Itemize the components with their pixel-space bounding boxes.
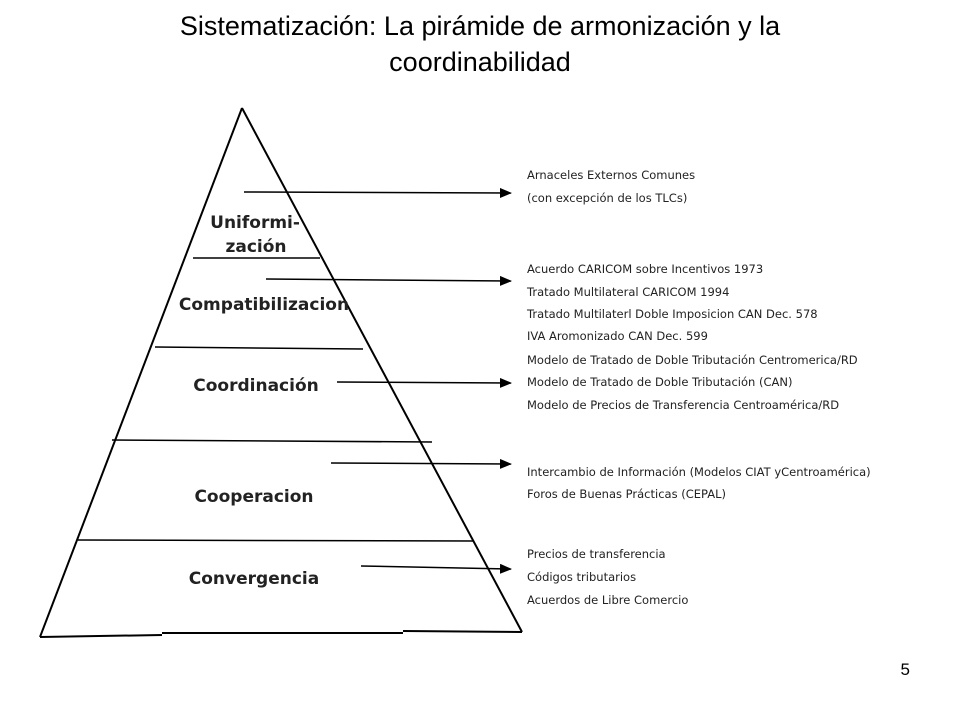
annotation-cooperacion: Intercambio de Información (Modelos CIAT… <box>527 465 871 501</box>
annotation-coordinacion: Modelo de Tratado de Doble Tributación C… <box>527 353 858 412</box>
annotation-line: Tratado Multilaterl Doble Imposicion CAN… <box>526 307 818 321</box>
annotation-line: IVA Aromonizado CAN Dec. 599 <box>527 329 708 343</box>
annotation-line: Intercambio de Información (Modelos CIAT… <box>527 465 871 479</box>
annotation-line: Tratado Multilateral CARICOM 1994 <box>526 285 729 299</box>
annotation-line: Foros de Buenas Prácticas (CEPAL) <box>527 487 726 501</box>
divider-line-2 <box>154 346 364 350</box>
arrow-convergencia <box>360 563 512 574</box>
level-label-coordinacion: Coordinación <box>193 376 318 396</box>
pyramid-left-edge <box>39 107 243 638</box>
annotation-line: Modelo de Precios de Transferencia Centr… <box>527 398 839 412</box>
annotation-line: Modelo de Tratado de Doble Tributación (… <box>527 375 792 389</box>
slide-title-line-2: coordinabilidad <box>389 47 571 77</box>
annotation-line: (con excepción de los TLCs) <box>527 191 687 205</box>
arrow-coordinacion <box>336 377 512 388</box>
arrow-cooperacion <box>330 458 512 469</box>
divider-line-4 <box>77 539 475 542</box>
annotation-convergencia: Precios de transferencia Códigos tributa… <box>527 547 688 607</box>
arrow-uniformizacion <box>243 187 512 198</box>
level-label-uniformizacion-line-1: Uniformi- <box>210 213 300 233</box>
level-label-cooperacion: Cooperacion <box>194 487 313 507</box>
annotation-line: Precios de transferencia <box>527 547 666 561</box>
annotation-line: Códigos tributarios <box>527 570 636 584</box>
pyramid-right-edge <box>241 107 523 633</box>
annotation-compatibilizacion: Acuerdo CARICOM sobre Incentivos 1973 Tr… <box>526 262 818 343</box>
page-number: 5 <box>900 660 910 679</box>
annotation-line: Modelo de Tratado de Doble Tributación C… <box>527 353 858 367</box>
annotation-line: Acuerdos de Libre Comercio <box>527 593 688 607</box>
level-label-uniformizacion: Uniformi- zación <box>210 213 306 257</box>
annotation-line: Acuerdo CARICOM sobre Incentivos 1973 <box>527 262 763 276</box>
arrow-compatibilizacion <box>265 275 512 286</box>
annotation-uniformizacion: Arnaceles Externos Comunes (con excepció… <box>527 168 695 205</box>
level-label-uniformizacion-line-2: zación <box>225 237 286 257</box>
pyramid-base-right <box>402 630 523 633</box>
slide-title-line-1: Sistematización: La pirámide de armoniza… <box>179 11 781 41</box>
slide-title: Sistematización: La pirámide de armoniza… <box>60 8 900 80</box>
annotation-line: Arnaceles Externos Comunes <box>527 168 695 182</box>
level-label-convergencia: Convergencia <box>189 569 319 589</box>
divider-line-3 <box>111 439 433 443</box>
pyramid-base-left <box>39 634 163 638</box>
level-label-compatibilizacion: Compatibilizacion <box>179 295 349 315</box>
